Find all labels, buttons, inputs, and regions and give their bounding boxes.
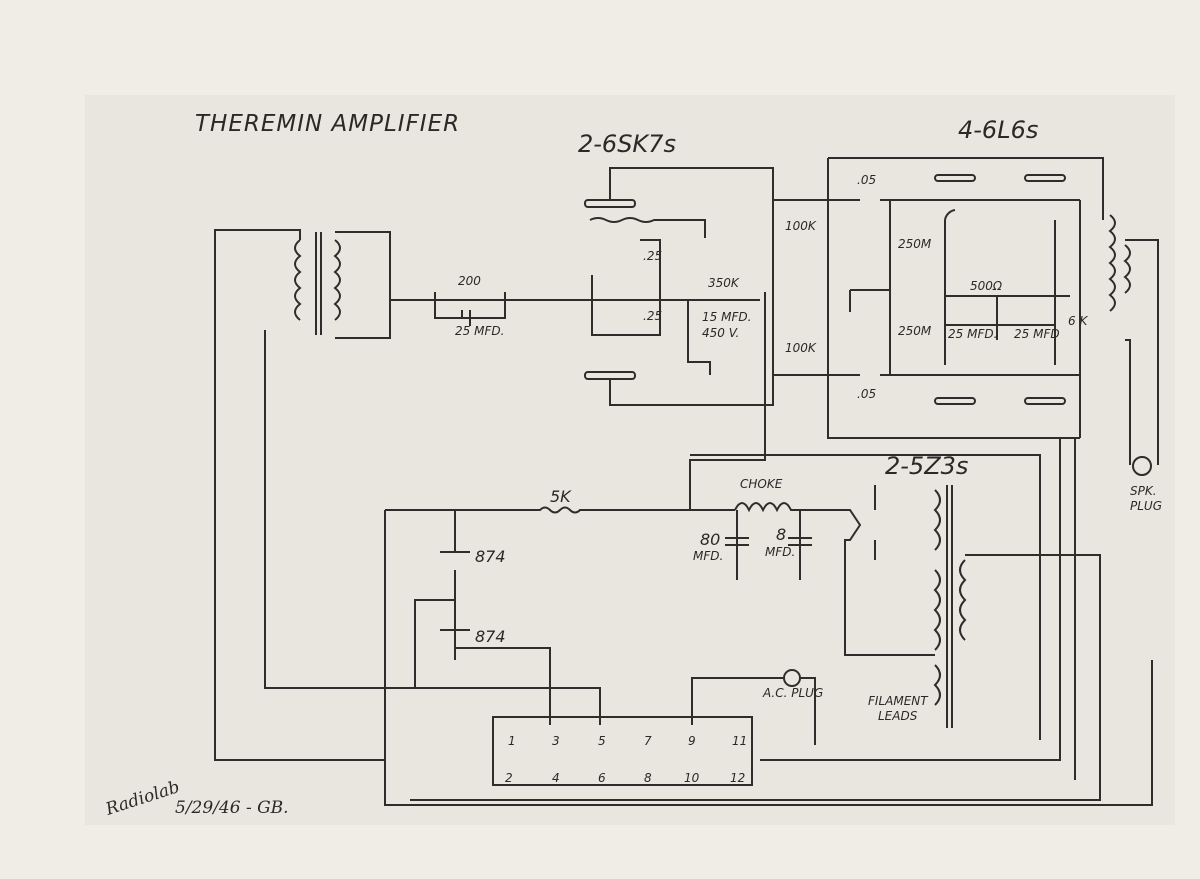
svg-text:5/29/46 - GB.: 5/29/46 - GB. <box>175 798 289 818</box>
label-05-top: .05 <box>857 173 876 187</box>
terminal-labels: 1 3 5 7 9 11 2 4 6 8 10 12 <box>505 734 747 785</box>
label-8: 8 <box>776 525 786 544</box>
tube-6l6 <box>827 157 1104 439</box>
ac-plug-icon <box>783 669 801 687</box>
label-25mfd: 25 MFD. <box>455 324 504 338</box>
label-15mfd: 15 MFD. <box>702 310 751 324</box>
label-8-mfd: MFD. <box>765 545 795 559</box>
label-25mfd-left: 25 MFD. <box>948 327 997 341</box>
label-200: 200 <box>458 274 481 288</box>
input-transformer <box>214 229 601 761</box>
terminal-7: 7 <box>644 734 652 748</box>
terminal-3: 3 <box>552 734 560 748</box>
label-874-top: 874 <box>475 547 506 566</box>
label-leads: LEADS <box>878 709 918 723</box>
output-transformer <box>1108 214 1159 465</box>
speaker-plug-icon <box>1132 456 1152 476</box>
terminal-10: 10 <box>684 771 700 785</box>
power-transformer <box>410 485 1101 801</box>
terminal-12: 12 <box>730 771 745 785</box>
label-25mfd-right: 25 MFD <box>1014 327 1060 341</box>
terminal-6: 6 <box>598 771 606 785</box>
label-choke: CHOKE <box>740 477 783 491</box>
photo-area <box>85 95 1175 825</box>
label-500-ohm: 500Ω <box>970 279 1003 293</box>
label-025-bottom: .25 <box>643 309 662 323</box>
terminal-5: 5 <box>598 734 606 748</box>
label-plug: PLUG <box>1130 499 1162 513</box>
label-05-bottom: .05 <box>857 387 876 401</box>
terminal-9: 9 <box>688 734 696 748</box>
label-filament: FILAMENT <box>868 694 929 708</box>
label-025-top: .25 <box>643 249 662 263</box>
terminal-2: 2 <box>505 771 513 785</box>
terminal-4: 4 <box>552 771 560 785</box>
terminal-strip <box>492 716 753 786</box>
label-100k-bottom: 100K <box>785 341 817 355</box>
label-80-mfd: MFD. <box>693 549 723 563</box>
label-5z3: 2-5Z3s <box>885 452 968 480</box>
terminal-8: 8 <box>644 771 652 785</box>
label-874-bottom: 874 <box>475 627 506 646</box>
label-6k: 6 K <box>1068 314 1088 328</box>
terminal-11: 11 <box>732 734 747 748</box>
label-ac-plug: A.C. PLUG <box>762 686 823 700</box>
label-6l6: 4-6L6s <box>958 116 1038 144</box>
terminal-1: 1 <box>508 734 516 748</box>
label-5k: 5K <box>550 487 572 506</box>
label-spk: SPK. <box>1130 484 1157 498</box>
label-250m-bottom: 250M <box>898 324 932 338</box>
label-250m-top: 250M <box>898 237 932 251</box>
label-450v: 450 V. <box>702 326 739 340</box>
label-6sk7: 2-6SK7s <box>578 130 676 158</box>
label-350k: 350K <box>708 276 740 290</box>
tube-6sk7 <box>584 167 774 406</box>
label-80: 80 <box>700 530 720 549</box>
schematic-title: THEREMIN AMPLIFIER <box>195 111 460 137</box>
label-100k-top: 100K <box>785 219 817 233</box>
